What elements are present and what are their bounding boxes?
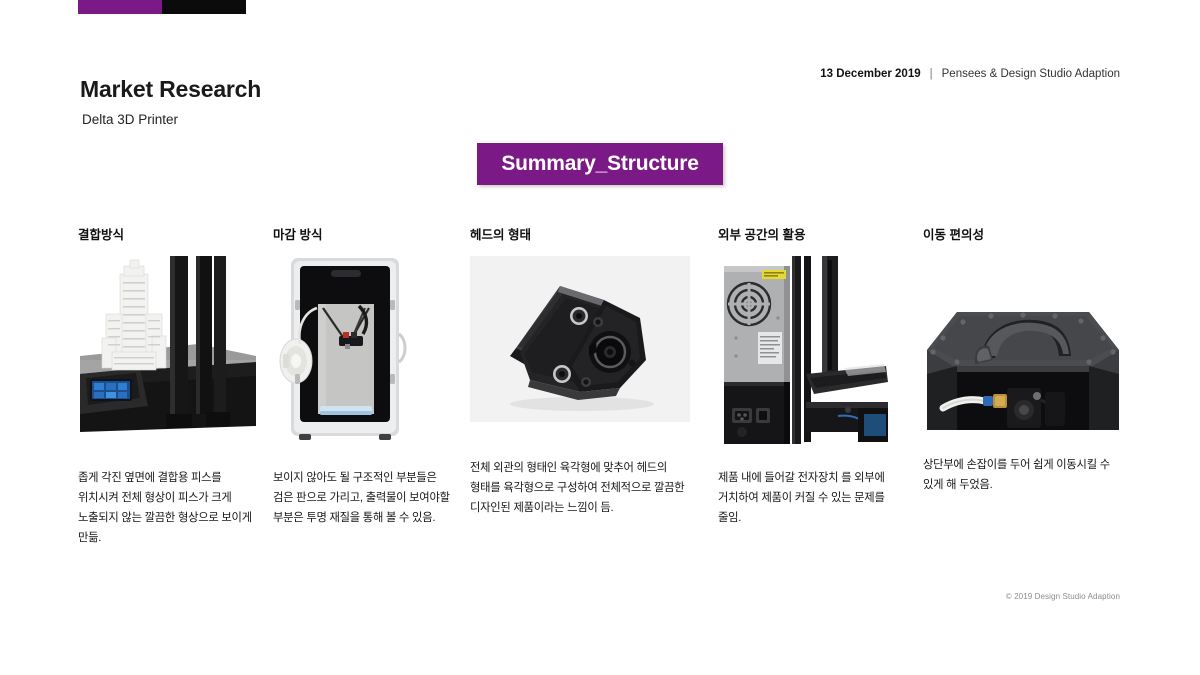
- header-date: 13 December 2019: [820, 68, 921, 80]
- figure-enclosed-delta-printer-front: [273, 256, 423, 446]
- column-caption-2: 보이지 않아도 될 구조적인 부분들은 검은 판으로 가리고, 출력물이 보여야…: [273, 472, 450, 525]
- section-banner-label: Summary_Structure: [501, 152, 699, 175]
- content-column-3: 헤드의 형태: [470, 228, 692, 518]
- figure-external-power-supply-unit: [718, 256, 888, 448]
- content-column-2: 마감 방식: [273, 228, 455, 528]
- content-columns: 결합방식: [0, 228, 1200, 558]
- column-heading-3: 헤드의 형태: [470, 228, 531, 242]
- column-heading-2: 마감 방식: [273, 228, 323, 242]
- column-caption-1: 좁게 각진 옆면에 결합용 피스를 위치시켜 전체 형상이 피스가 크게 노출되…: [78, 472, 252, 545]
- header-organization: Pensees & Design Studio Adaption: [941, 68, 1120, 80]
- header-separator: |: [929, 68, 933, 80]
- figure-top-carry-handle: [923, 288, 1123, 434]
- footer-copyright: © 2019 Design Studio Adaption: [1005, 592, 1120, 601]
- page-title: Market Research: [80, 76, 262, 102]
- top-accent-bar: [78, 0, 246, 14]
- accent-bar-purple-segment: [78, 0, 162, 14]
- page-subtitle: Delta 3D Printer: [82, 112, 179, 127]
- accent-bar-black-segment: [162, 0, 246, 14]
- column-caption-3: 전체 외관의 형태인 육각형에 맞추어 헤드의 형태를 육각형으로 구성하여 전…: [470, 462, 685, 515]
- column-caption-4: 제품 내에 들어갈 전자장치 를 외부에 거치하여 제품이 커질 수 있는 문제…: [718, 472, 885, 525]
- figure-hexagonal-print-head-module: [470, 256, 690, 422]
- column-caption-5: 상단부에 손잡이를 두어 쉽게 이동시킬 수 있게 해 두었음.: [923, 459, 1110, 492]
- column-heading-5: 이동 편의성: [923, 228, 984, 242]
- content-column-5: 이동 편의성: [923, 228, 1123, 495]
- content-column-1: 결합방식: [78, 228, 260, 548]
- header-meta: 13 December 2019 | Pensees & Design Stud…: [820, 68, 1120, 80]
- content-column-4: 외부 공간의 활용: [718, 228, 900, 528]
- column-heading-1: 결합방식: [78, 228, 125, 242]
- column-heading-4: 외부 공간의 활용: [718, 228, 806, 242]
- figure-printer-with-printed-building-model: [78, 256, 256, 446]
- section-banner: Summary_Structure: [477, 143, 723, 185]
